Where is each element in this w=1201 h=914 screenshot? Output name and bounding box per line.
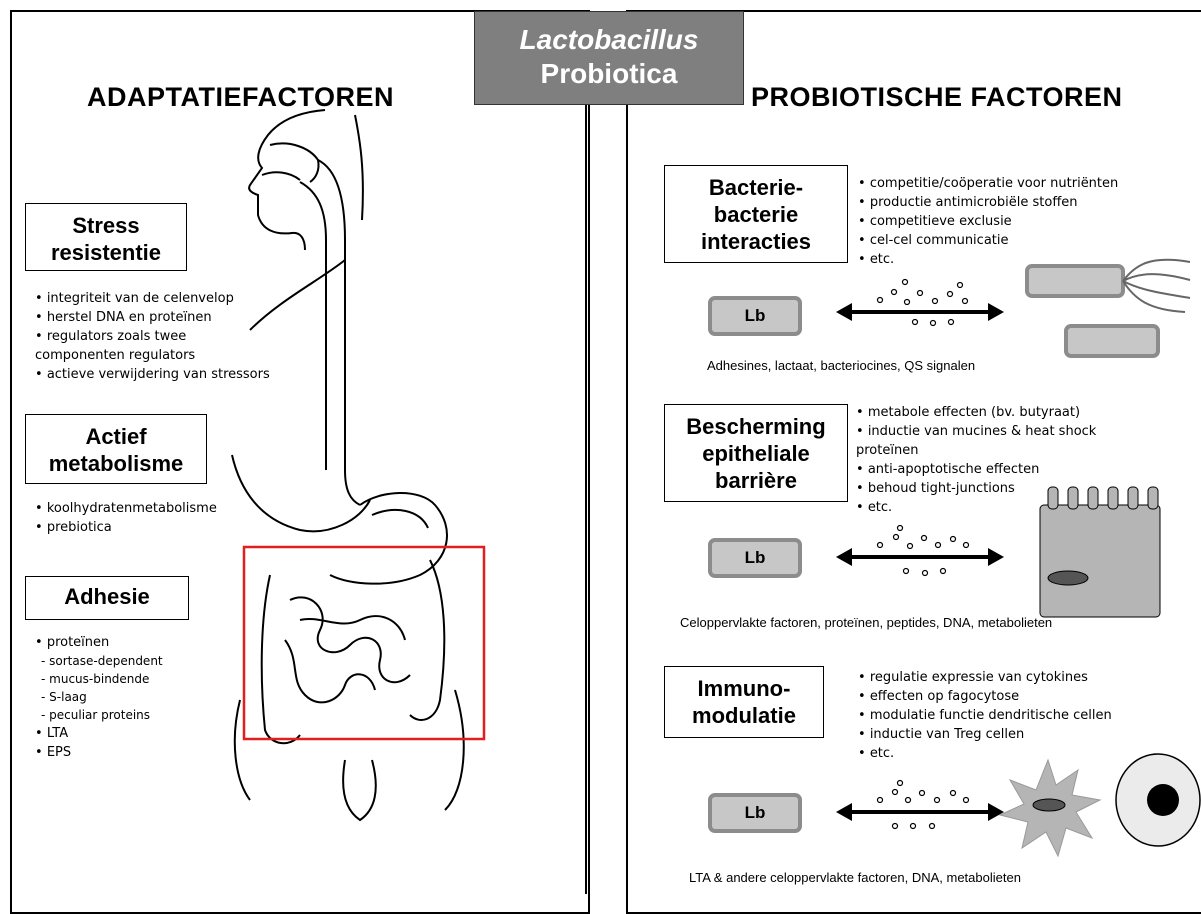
list-item: proteïnen	[856, 441, 1096, 460]
small-intestine-1	[290, 597, 410, 682]
list-item: etc.	[856, 498, 1096, 517]
bacterium-2	[1066, 326, 1158, 356]
title-genus: Lactobacillus	[475, 12, 743, 57]
list-item: peculiar proteins	[35, 706, 163, 724]
pelvis-left	[235, 700, 250, 800]
list-item: integriteit van de celenvelop	[35, 289, 270, 308]
box-title-line: resistentie	[26, 239, 186, 266]
dendritic-nucleus	[1033, 799, 1065, 811]
arrow-2	[836, 548, 1004, 566]
lactobacillus-cell-1: Lb	[708, 296, 802, 336]
box-title-line: Immuno-	[665, 675, 823, 702]
mouth	[262, 172, 300, 180]
box-epithelial-barrier: Bescherming epitheliale barrière	[664, 404, 848, 502]
large-intestine	[262, 560, 445, 743]
box-title-line: Bacterie-	[665, 174, 847, 201]
title-box: Lactobacillus Probiotica	[474, 11, 744, 105]
list-item: proteïnen	[35, 633, 163, 652]
list-item: EPS	[35, 743, 163, 762]
box-title-line: Bescherming	[665, 413, 847, 440]
list-item: mucus-bindende	[35, 670, 163, 688]
list-item: regulatie expressie van cytokines	[858, 668, 1112, 687]
stomach	[330, 493, 447, 584]
list-item: etc.	[858, 250, 1118, 269]
list-epithelial-barrier: metabole effecten (bv. butyraat) inducti…	[856, 403, 1096, 517]
list-item: modulatie functie dendritische cellen	[858, 706, 1112, 725]
box-active-metabolism: Actief metabolisme	[25, 414, 207, 484]
list-immunomodulation: regulatie expressie van cytokines effect…	[858, 668, 1112, 763]
right-heading: PROBIOTISCHE FACTOREN	[751, 82, 1123, 113]
neck-back	[355, 115, 363, 220]
list-bacteria-interactions: competitie/coöperatie voor nutriënten pr…	[858, 174, 1118, 269]
list-item: inductie van mucines & heat shock	[856, 422, 1096, 441]
box-adhesion: Adhesie	[25, 576, 189, 620]
list-item: effecten op fagocytose	[858, 687, 1112, 706]
stomach-inner	[372, 510, 428, 528]
caption-immunomodulation: LTA & andere celoppervlakte factoren, DN…	[689, 870, 1021, 885]
molecule-dots-2	[878, 526, 969, 576]
left-heading: ADAPTATIEFACTOREN	[87, 82, 394, 113]
list-item: sortase-dependent	[35, 652, 163, 670]
small-intestine-3	[300, 616, 405, 640]
list-item: behoud tight-junctions	[856, 479, 1096, 498]
lymphocyte-nucleus	[1147, 784, 1179, 816]
box-title-line: interacties	[665, 228, 847, 255]
esophagus-inner	[300, 182, 326, 470]
list-item: koolhydratenmetabolisme	[35, 499, 217, 518]
box-bacteria-interactions: Bacterie- bacterie interacties	[664, 165, 848, 263]
cell-nucleus	[1048, 571, 1088, 585]
box-title-line: Actief	[26, 423, 206, 450]
box-stress-resistance: Stress resistentie	[25, 203, 187, 271]
list-item: componenten regulators	[35, 346, 270, 365]
list-item: inductie van Treg cellen	[858, 725, 1112, 744]
list-item: etc.	[858, 744, 1112, 763]
list-item: herstel DNA en proteïnen	[35, 308, 270, 327]
human-body-illustration	[232, 110, 464, 820]
title-probiotica: Probiotica	[475, 57, 743, 91]
box-title-line: modulatie	[665, 702, 823, 729]
list-item: cel-cel communicatie	[858, 231, 1118, 250]
lactobacillus-cell-3: Lb	[708, 793, 802, 833]
small-intestine-2	[285, 640, 375, 702]
list-item: competitieve exclusie	[858, 212, 1118, 231]
arrow-3	[836, 803, 1004, 821]
box-title-line: bacterie	[665, 201, 847, 228]
molecule-dots-1	[878, 280, 968, 326]
list-item: prebiotica	[35, 518, 217, 537]
list-adhesion: proteïnen sortase-dependent mucus-binden…	[35, 633, 163, 762]
box-title-line: barrière	[665, 467, 847, 494]
caption-epithelial-barrier: Celoppervlakte factoren, proteïnen, pept…	[680, 615, 1052, 630]
caption-bacteria-interactions: Adhesines, lactaat, bacteriocines, QS si…	[707, 358, 975, 373]
box-title-line: epitheliale	[665, 440, 847, 467]
rectum	[343, 760, 376, 820]
intestine-highlight-box	[244, 547, 484, 739]
list-item: LTA	[35, 724, 163, 743]
molecule-dots-3	[878, 781, 969, 829]
box-title-line: metabolisme	[26, 450, 206, 477]
list-item: anti-apoptotische effecten	[856, 460, 1096, 479]
lactobacillus-cell-2: Lb	[708, 538, 802, 578]
pelvis-right	[445, 690, 464, 810]
box-title-line: Adhesie	[26, 577, 188, 616]
esophagus	[318, 160, 360, 505]
list-item: actieve verwijdering van stressors	[35, 365, 270, 384]
list-item: S-laag	[35, 688, 163, 706]
list-item: competitie/coöperatie voor nutriënten	[858, 174, 1118, 193]
arrow-1	[836, 303, 1004, 321]
list-stress-resistance: integriteit van de celenvelop herstel DN…	[35, 289, 270, 384]
list-item: regulators zoals twee	[35, 327, 270, 346]
list-item: productie antimicrobiële stoffen	[858, 193, 1118, 212]
box-immunomodulation: Immuno- modulatie	[664, 666, 824, 738]
box-title-line: Stress	[26, 212, 186, 239]
list-item: metabole effecten (bv. butyraat)	[856, 403, 1096, 422]
list-active-metabolism: koolhydratenmetabolisme prebiotica	[35, 499, 217, 537]
